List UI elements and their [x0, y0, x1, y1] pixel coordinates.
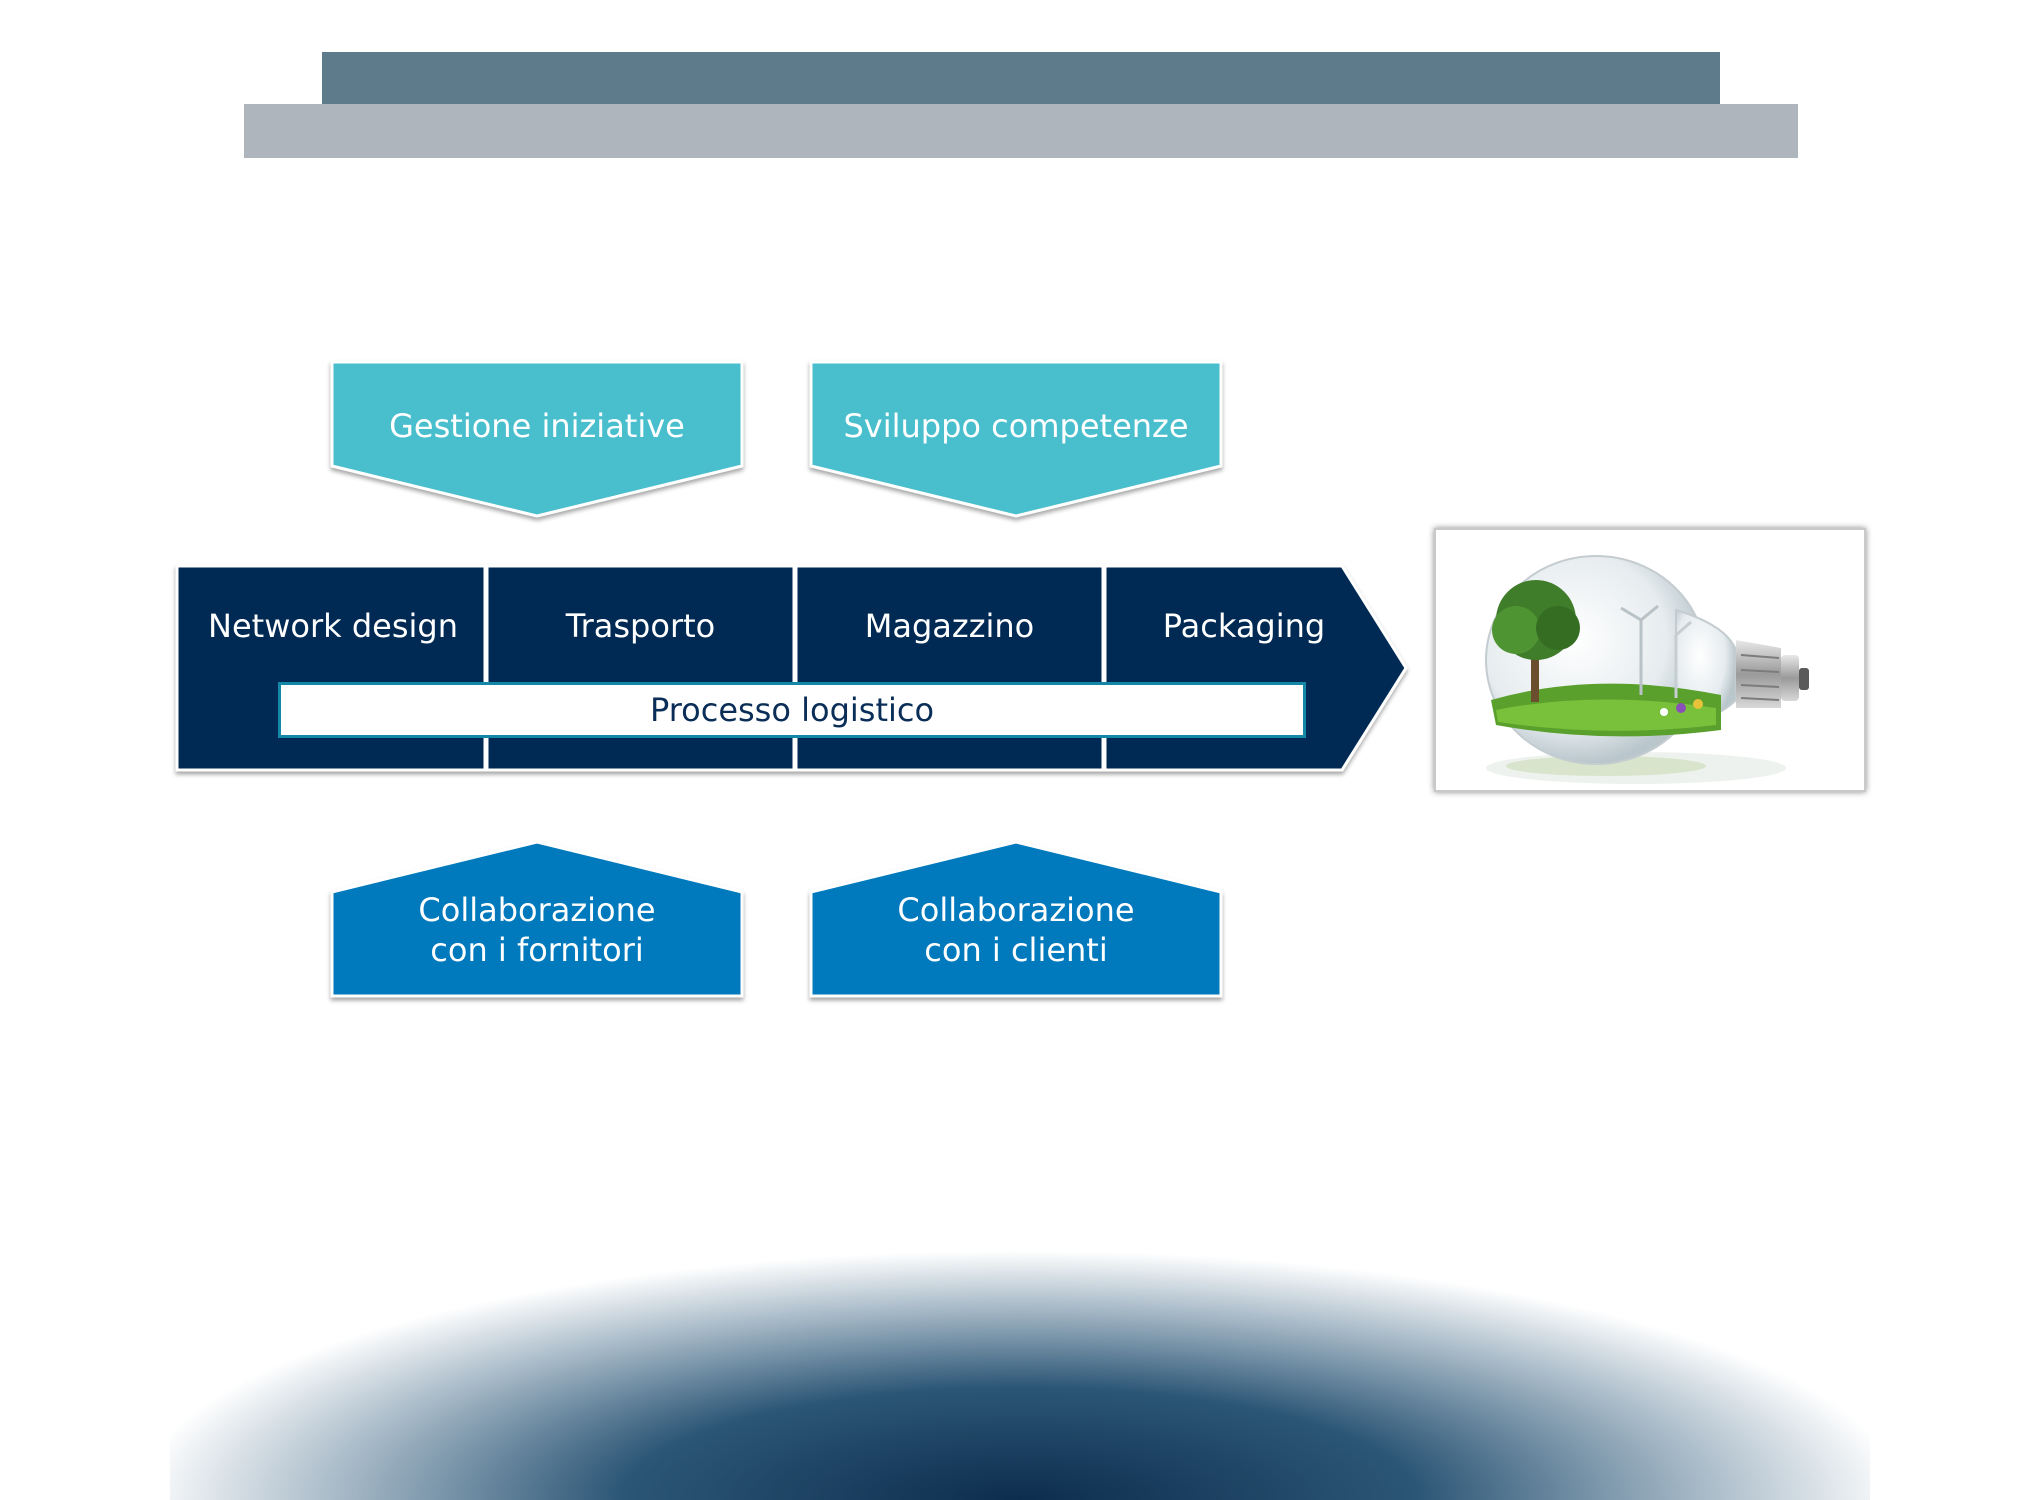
bottom-arrow-label-fornitori: Collaborazione con i fornitori: [333, 890, 741, 970]
segment-label-trasporto: Trasporto: [565, 607, 716, 645]
bottom-arrow-line: Collaborazione: [418, 891, 656, 929]
top-arrow-shape: [809, 360, 1223, 518]
bottom-arrow-line: con i fornitori: [430, 931, 644, 969]
bottom-arrow-line: Collaborazione: [897, 891, 1135, 929]
header-bar-dark: [322, 52, 1720, 104]
lightbulb-nature-icon: [1485, 555, 1809, 784]
bottom-arrow-label-clienti: Collaborazione con i clienti: [812, 890, 1220, 970]
top-arrow-label-sviluppo: Sviluppo competenze: [843, 407, 1189, 445]
top-arrow-shape: [330, 360, 744, 518]
segment-label-packaging: Packaging: [1162, 607, 1326, 645]
header-bar-light: [244, 104, 1798, 158]
bottom-arrow-shape: [809, 840, 1223, 998]
segment-label-magazzino: Magazzino: [864, 607, 1035, 645]
bottom-arrow-shape: [330, 840, 744, 998]
bottom-arrow-line: con i clienti: [924, 931, 1108, 969]
segment-label-network-design: Network design: [208, 607, 458, 645]
lightbulb-image: [1434, 528, 1866, 792]
top-arrow-label-gestione: Gestione iniziative: [389, 407, 685, 445]
process-chevron: [175, 564, 1408, 772]
process-label-box: Processo logistico: [278, 682, 1306, 738]
